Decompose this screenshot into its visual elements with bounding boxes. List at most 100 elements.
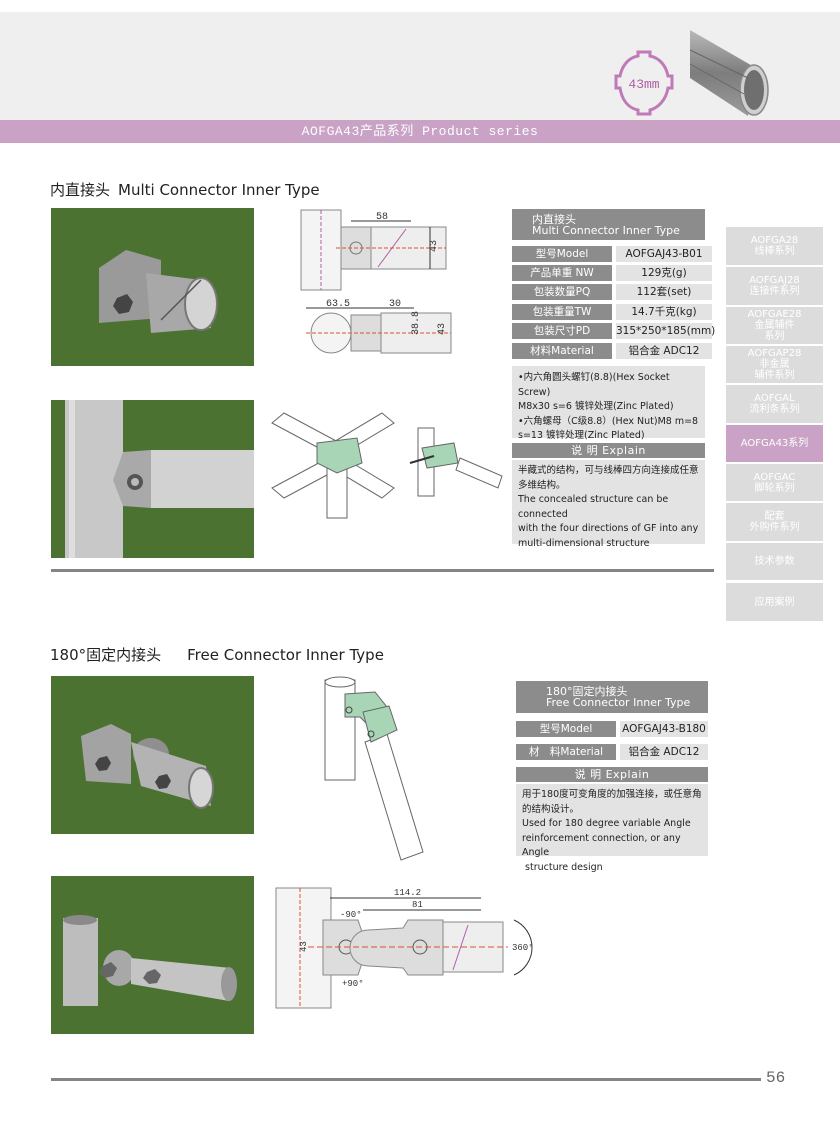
spec-label: 包装尺寸PD — [512, 323, 612, 339]
sidebar-item-sublabel: 非金属 — [759, 359, 790, 370]
dim-43-top: 43 — [429, 240, 440, 252]
dim-43: 43 — [299, 941, 309, 952]
sidebar-item-label: AOFGA28 — [750, 235, 799, 246]
explain-line: 多维结构。 — [518, 479, 566, 491]
explain-text: 半藏式的结构，可与线棒四方向连接成任意 多维结构。 The concealed … — [512, 460, 705, 549]
sidebar-item-aofgae28[interactable]: AOFGAE28 金属辅件 系列 — [726, 307, 823, 344]
sidebar-item-tech-params[interactable]: 技术参数 — [726, 543, 823, 580]
explain-line: 半藏式的结构，可与线棒四方向连接成任意 — [518, 465, 699, 476]
sidebar-item-aofga43[interactable]: AOFGA43系列 — [726, 425, 823, 462]
sidebar-item-label: AOFGAC — [753, 471, 796, 483]
note-line: •六角螺母（C级8.8）(Hex Nut)M8 m=8 — [518, 415, 699, 427]
spec-value: 129克(g) — [616, 265, 712, 281]
page-number: 56 — [766, 1069, 786, 1087]
sidebar-item-sublabel: 系列 — [764, 331, 785, 342]
profile-43mm-icon: 43mm — [614, 50, 674, 116]
sidebar-item-label: AOFGAJ28 — [749, 275, 800, 286]
product-photo-connector — [51, 208, 254, 366]
sidebar-item-label: AOFGA43系列 — [740, 438, 809, 449]
assembly-diagram-free — [324, 676, 424, 861]
sidebar-item-accessories[interactable]: 配套 外购件系列 — [726, 503, 823, 541]
section-title-cn: 内直接头 — [50, 181, 111, 199]
sidebar-item-cases[interactable]: 应用案例 — [726, 583, 823, 621]
spec-value: AOFGAJ43-B180 — [620, 721, 708, 737]
profile-size-label: 43mm — [628, 77, 659, 92]
explain-header: 说 明 Explain — [516, 767, 708, 782]
spec-value: 14.7千克(kg) — [616, 304, 712, 320]
sidebar-item-sublabel: 外购件系列 — [749, 522, 800, 533]
section-title-en: Multi Connector Inner Type — [118, 181, 320, 199]
spec-value: 铝合金 ADC12 — [620, 744, 708, 760]
spec-value: 铝合金 ADC12 — [616, 343, 712, 359]
explain-text: 用于180度可变角度的加强连接，或任意角 的结构设计。 Used for 180… — [516, 784, 708, 873]
spec-label: 包装数量PQ — [512, 284, 612, 300]
dim-43-bottom: 43 — [437, 323, 448, 335]
spec-header-en: Multi Connector Inner Type — [532, 224, 680, 237]
sidebar-item-sublabel: 连接件系列 — [749, 286, 800, 297]
explain-header: 说 明 Explain — [512, 443, 705, 458]
sidebar-item-label: 应用案例 — [754, 596, 795, 608]
note-line: •内六角圆头螺钉(8.8)(Hex Socket Screw) — [518, 372, 670, 398]
sidebar-item-sublabel: 线棒系列 — [754, 246, 795, 257]
spec-label: 材 料Material — [516, 744, 616, 760]
sidebar-item-aofga28[interactable]: AOFGA28 线棒系列 — [726, 227, 823, 265]
sidebar-item-aofgal[interactable]: AOFGAL 流利条系列 — [726, 385, 823, 423]
explain-line: The concealed structure can be connected — [518, 494, 669, 520]
spec-label: 材料Material — [512, 343, 612, 359]
sidebar-item-aofgac[interactable]: AOFGAC 脚轮系列 — [726, 464, 823, 501]
footer-divider — [51, 1078, 761, 1081]
dim-58: 58 — [376, 212, 388, 223]
spec-label: 产品单重 NW — [512, 265, 612, 281]
dim-81: 81 — [412, 900, 423, 910]
explain-line: reinforcement connection, or any Angle — [522, 832, 681, 859]
sidebar-item-aofgaj28[interactable]: AOFGAJ28 连接件系列 — [726, 267, 823, 305]
series-title-bar: AOFGA43产品系列 Product series — [0, 120, 840, 143]
section-title-cn: 180°固定内接头 — [50, 646, 162, 664]
explain-line: multi-dimensional structure — [518, 537, 650, 549]
section-title-en: Free Connector Inner Type — [187, 646, 384, 664]
sidebar-item-sublabel: 脚轮系列 — [754, 482, 795, 494]
spec-value: 315*250*185(mm) — [616, 323, 716, 339]
sidebar-item-label: 技术参数 — [754, 556, 795, 567]
dim-360: 360° — [512, 943, 534, 953]
spec-label: 型号Model — [512, 246, 612, 262]
sidebar-item-sublabel: 金属辅件 — [754, 320, 795, 331]
explain-line: Used for 180 degree variable Angle — [522, 818, 691, 829]
spec-value: 112套(set) — [616, 284, 712, 300]
spec-header: 内直接头 Multi Connector Inner Type — [512, 209, 705, 240]
explain-line: 的结构设计。 — [522, 803, 580, 815]
dim-30: 30 — [389, 299, 401, 310]
assembly-diagram-multi — [271, 412, 503, 519]
spec-header: 180°固定内接头 Free Connector Inner Type — [516, 681, 708, 713]
explain-line: structure design — [522, 861, 603, 873]
spec-header-cn: 内直接头 — [532, 213, 576, 226]
dim-63-5: 63.5 — [326, 299, 350, 310]
explain-line: 用于180度可变角度的加强连接，或任意角 — [522, 789, 702, 800]
section-divider — [51, 569, 714, 572]
dim-plus-90: +90° — [342, 979, 364, 989]
product-photo-free-installed — [51, 876, 254, 1034]
sidebar-item-aofgap28[interactable]: AOFGAP28 非金属 辅件系列 — [726, 346, 823, 383]
dim-minus-90: -90° — [340, 910, 362, 920]
sidebar-item-label: AOFGAE28 — [747, 309, 802, 320]
note-line: s=13 镀锌处理(Zinc Plated) — [518, 430, 645, 441]
sidebar-item-label: AOFGAL — [754, 393, 795, 404]
section-title: 内直接头 Multi Connector Inner Type — [50, 179, 320, 200]
sidebar-item-sublabel: 辅件系列 — [754, 370, 795, 381]
spec-header-cn: 180°固定内接头 — [546, 685, 628, 698]
section-title: 180°固定内接头 Free Connector Inner Type — [50, 644, 384, 665]
technical-drawing-top: 58 43 63.5 30 38.8 43 — [300, 209, 452, 354]
explain-line: with the four directions of GF into any — [518, 523, 699, 534]
spec-label: 包装重量TW — [512, 304, 612, 320]
hardware-notes: •内六角圆头螺钉(8.8)(Hex Socket Screw) M8x30 s=… — [512, 366, 705, 441]
spec-header-en: Free Connector Inner Type — [546, 696, 691, 709]
spec-label: 型号Model — [516, 721, 616, 737]
dim-38-8: 38.8 — [411, 311, 422, 335]
technical-drawing-free: 114.2 81 -90° +90° 43 360° — [275, 887, 534, 1009]
spec-value: AOFGAJ43-B01 — [616, 246, 712, 262]
sidebar-item-label: 配套 — [764, 511, 785, 522]
dim-114-2: 114.2 — [394, 888, 421, 898]
note-line: M8x30 s=6 镀锌处理(Zinc Plated) — [518, 401, 674, 412]
product-photo-installed — [51, 400, 254, 558]
aluminum-profile-image — [689, 30, 769, 116]
